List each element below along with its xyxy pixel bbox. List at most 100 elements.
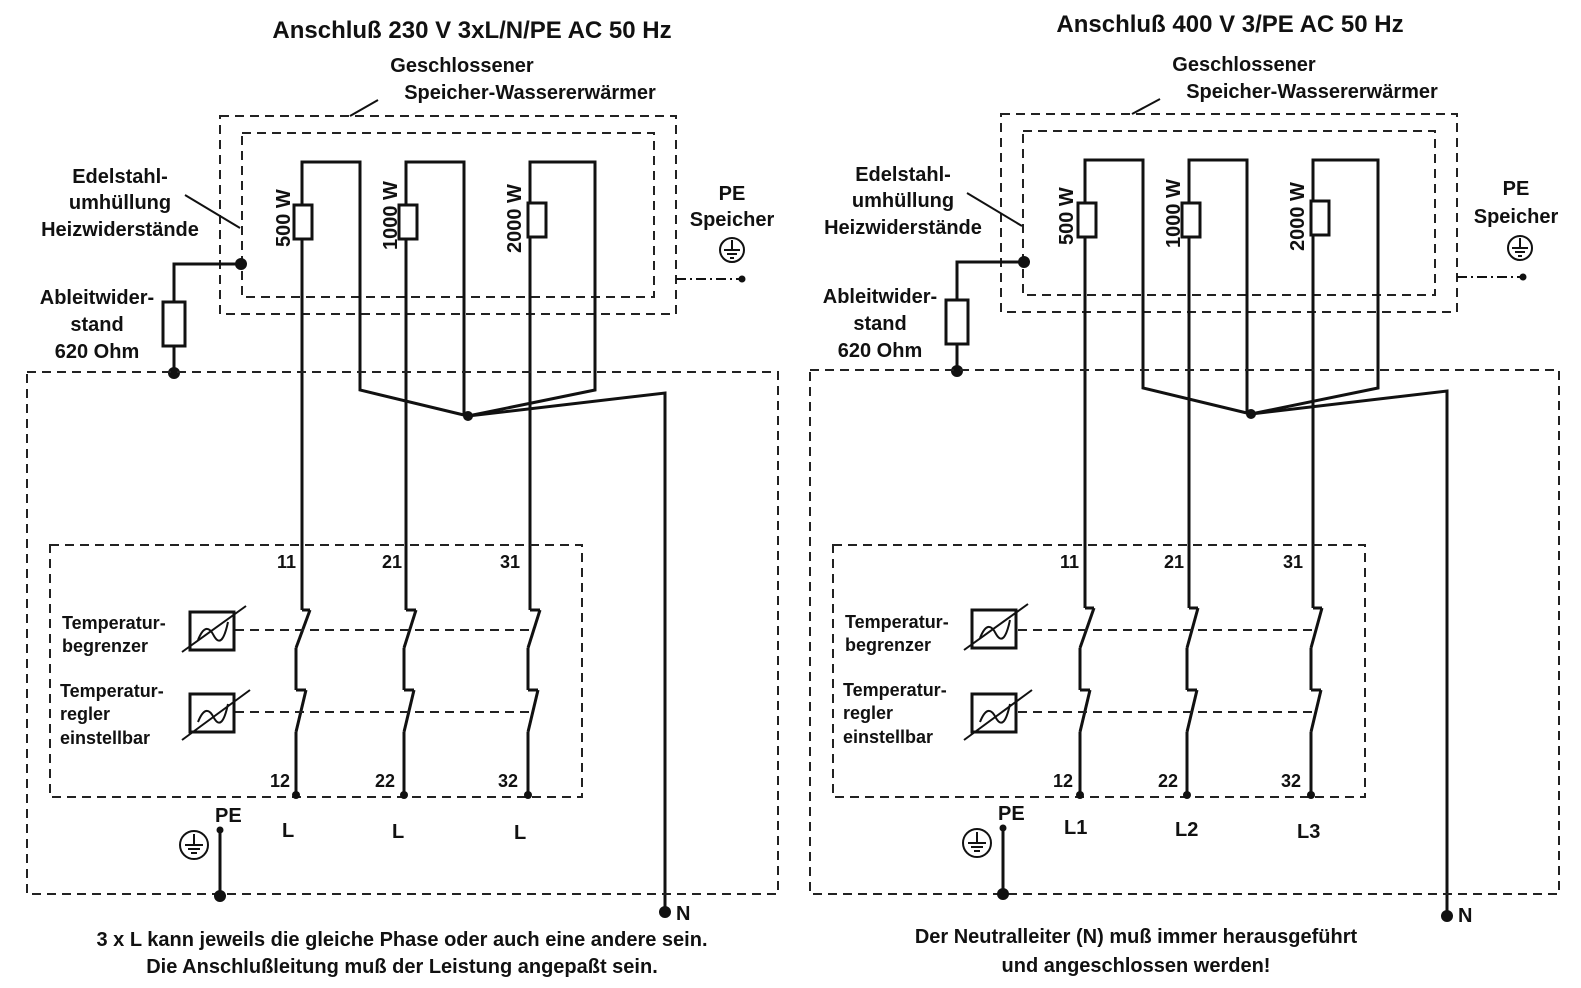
heater-2000w-label: 2000 W bbox=[1287, 182, 1309, 251]
neutral-wire bbox=[467, 391, 667, 912]
neutral-terminal-dot bbox=[659, 906, 671, 918]
switch-column-2 bbox=[1183, 606, 1200, 799]
sheath-label-line2: umhüllung bbox=[69, 192, 171, 214]
sheath-label-line2: umhüllung bbox=[852, 190, 954, 212]
star-point-dot bbox=[1246, 409, 1256, 419]
footnote-line1: Der Neutralleiter (N) muß immer herausge… bbox=[915, 926, 1358, 948]
phase-2-label: L2 bbox=[1175, 819, 1198, 841]
sheath-leader-line bbox=[184, 194, 241, 229]
sheath-label-line1: Edelstahl- bbox=[72, 166, 168, 188]
resistor-label-line3: 620 Ohm bbox=[838, 340, 922, 362]
terminal-31: 31 bbox=[500, 552, 520, 572]
neutral-wire bbox=[1250, 389, 1449, 916]
phase-1-label: L bbox=[282, 820, 294, 842]
regulator-label-line2: regler bbox=[60, 704, 110, 724]
neutral-terminal-dot bbox=[1441, 910, 1453, 922]
controller-outline bbox=[832, 544, 1366, 798]
pe-tank-label-line2: Speicher bbox=[1474, 206, 1559, 228]
pe-ground-label: PE bbox=[998, 803, 1025, 825]
terminal-22: 22 bbox=[1158, 771, 1178, 791]
pe-tank-label-line1: PE bbox=[719, 183, 746, 205]
switch-column-3 bbox=[1307, 606, 1324, 799]
discharge-resistor bbox=[161, 300, 187, 348]
resistor-label-line1: Ableitwider- bbox=[40, 287, 154, 309]
resistor-wire-top bbox=[172, 262, 241, 302]
phase-3-label: L bbox=[514, 822, 526, 844]
tank-label-line2: Speicher-Wassererwärmer bbox=[1186, 81, 1438, 103]
discharge-resistor bbox=[944, 298, 970, 346]
heater-loop-2 bbox=[397, 160, 466, 610]
terminal-32: 32 bbox=[1281, 771, 1301, 791]
ground-icon bbox=[962, 828, 992, 858]
switch-column-2 bbox=[400, 608, 418, 799]
switch-column-3 bbox=[524, 608, 542, 799]
pe-tank-dot bbox=[738, 275, 746, 283]
terminal-12: 12 bbox=[1053, 771, 1073, 791]
limiter-label-line2: begrenzer bbox=[845, 635, 931, 655]
sheath-label-line3: Heizwiderstände bbox=[824, 217, 982, 239]
regulator-label-line1: Temperatur- bbox=[843, 680, 947, 700]
footnote-line2: und angeschlossen werden! bbox=[1002, 955, 1271, 977]
footnote-line1: 3 x L kann jeweils die gleiche Phase ode… bbox=[97, 929, 708, 951]
terminal-22: 22 bbox=[375, 771, 395, 791]
resistor-terminal-dot bbox=[168, 367, 180, 379]
diagram-400v: Anschluß 400 V 3/PE AC 50 Hz Geschlossen… bbox=[809, 11, 1560, 977]
pe-terminal-dot bbox=[214, 890, 226, 902]
pe-top-dot bbox=[999, 824, 1007, 832]
tank-label-line2: Speicher-Wassererwärmer bbox=[404, 82, 656, 104]
regulator-label-line3: einstellbar bbox=[60, 728, 150, 748]
terminal-11: 11 bbox=[277, 552, 296, 572]
regulator-label-line2: regler bbox=[843, 703, 893, 723]
sheath-outline bbox=[1022, 130, 1436, 296]
neutral-label: N bbox=[1458, 905, 1472, 927]
pe-ground-label: PE bbox=[215, 805, 242, 827]
switch-column-1 bbox=[292, 608, 312, 799]
limiter-label-line1: Temperatur- bbox=[62, 613, 166, 633]
pe-tank-label-line2: Speicher bbox=[690, 209, 775, 231]
sheath-terminal-dot bbox=[1018, 256, 1030, 268]
regulator-label-line3: einstellbar bbox=[843, 727, 933, 747]
heater-1000w-label: 1000 W bbox=[380, 181, 402, 250]
terminal-32: 32 bbox=[498, 771, 518, 791]
limiter-label-line2: begrenzer bbox=[62, 636, 148, 656]
resistor-label-line3: 620 Ohm bbox=[55, 341, 139, 363]
limiter-thermostat-icon bbox=[181, 605, 247, 653]
resistor-label-line1: Ableitwider- bbox=[823, 286, 937, 308]
housing-outline bbox=[809, 369, 1560, 895]
tank-label-line1: Geschlossener bbox=[1172, 54, 1316, 76]
regulator-thermostat-icon bbox=[963, 689, 1033, 741]
sheath-outline bbox=[241, 132, 655, 298]
tank-leader-line bbox=[1131, 98, 1161, 115]
pe-top-dot bbox=[216, 826, 224, 834]
pe-tank-dot bbox=[1519, 273, 1527, 281]
heater-loop-1 bbox=[1076, 158, 1252, 608]
resistor-terminal-dot bbox=[951, 365, 963, 377]
sheath-label-line1: Edelstahl- bbox=[855, 164, 951, 186]
heater-loop-3 bbox=[467, 160, 597, 610]
phase-1-label: L1 bbox=[1064, 817, 1087, 839]
heater-loop-2 bbox=[1180, 158, 1249, 608]
terminal-21: 21 bbox=[382, 552, 402, 572]
phase-2-label: L bbox=[392, 821, 404, 843]
heater-500w-label: 500 W bbox=[273, 189, 295, 247]
diagram-title: Anschluß 400 V 3/PE AC 50 Hz bbox=[1056, 11, 1403, 38]
ground-icon bbox=[719, 237, 745, 263]
heater-2000w-label: 2000 W bbox=[504, 184, 526, 253]
housing-outline bbox=[26, 371, 779, 895]
terminal-12: 12 bbox=[270, 771, 290, 791]
terminal-11: 11 bbox=[1060, 552, 1079, 572]
pe-terminal-dot bbox=[997, 888, 1009, 900]
limiter-thermostat-icon bbox=[963, 603, 1029, 651]
terminal-21: 21 bbox=[1164, 552, 1184, 572]
footnote-line2: Die Anschlußleitung muß der Leistung ang… bbox=[146, 956, 658, 978]
diagram-title: Anschluß 230 V 3xL/N/PE AC 50 Hz bbox=[272, 17, 671, 44]
ground-icon bbox=[1507, 235, 1533, 261]
heater-1000w-label: 1000 W bbox=[1163, 179, 1185, 248]
regulator-label-line1: Temperatur- bbox=[60, 681, 164, 701]
sheath-terminal-dot bbox=[235, 258, 247, 270]
terminal-31: 31 bbox=[1283, 552, 1303, 572]
sheath-label-line3: Heizwiderstände bbox=[41, 219, 199, 241]
limiter-label-line1: Temperatur- bbox=[845, 612, 949, 632]
regulator-thermostat-icon bbox=[181, 689, 251, 741]
